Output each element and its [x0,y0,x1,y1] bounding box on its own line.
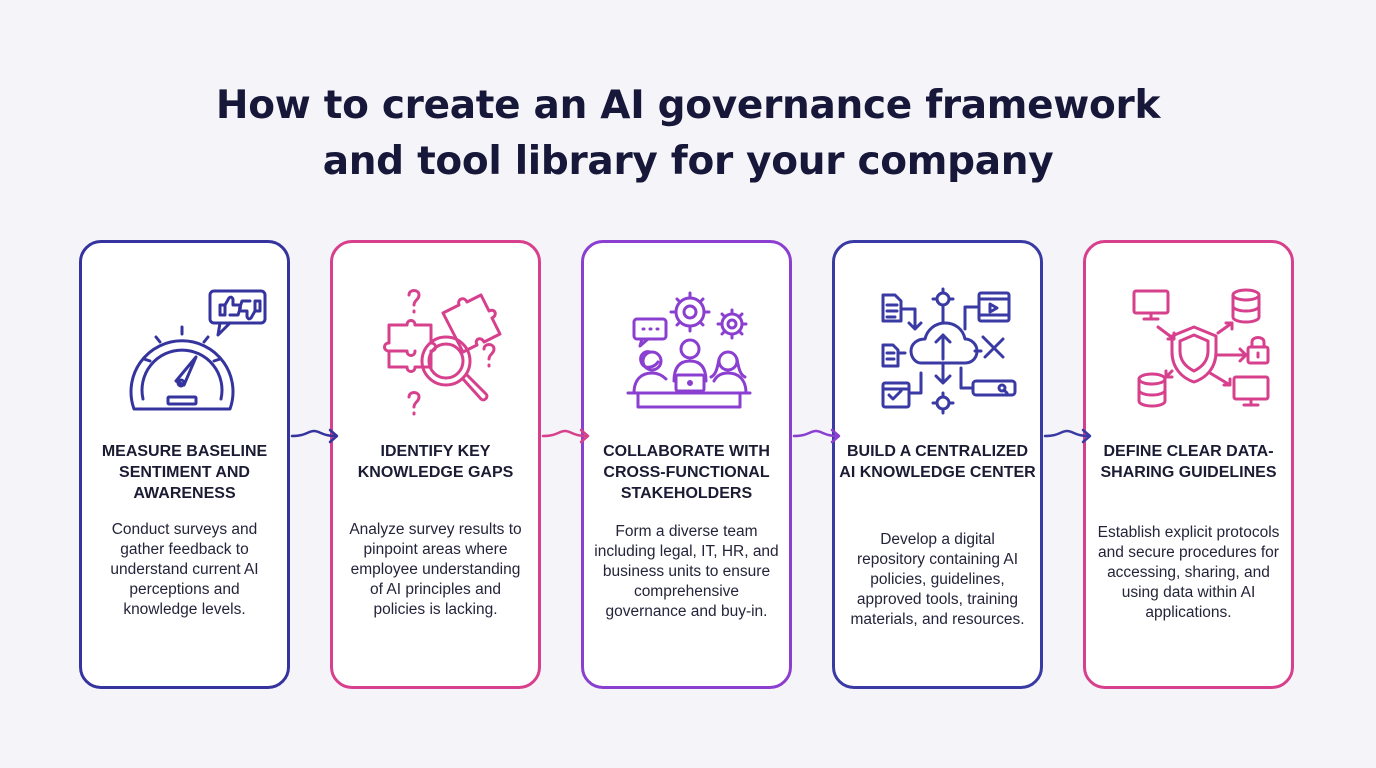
connector-arrow-4 [1043,428,1105,444]
shield-data-network-icon [1106,281,1277,421]
step-card-measure-baseline: MEASURE BASELINE SENTIMENT AND AWARENESS… [79,240,290,689]
connector-arrow-2 [541,428,603,444]
step-card-data-sharing: DEFINE CLEAR DATA-SHARING GUIDELINES Est… [1083,240,1294,689]
step-heading: BUILD A CENTRALIZED AI KNOWLEDGE CENTER [839,443,1036,481]
step-description: Form a diverse team including legal, IT,… [594,523,779,620]
team-gears-icon [604,281,775,421]
puzzle-magnifier-icon [353,281,524,421]
title-line-1: How to create an AI governance framework [215,83,1161,128]
step-card-identify-gaps: IDENTIFY KEY KNOWLEDGE GAPS Analyze surv… [330,240,541,689]
page-title: How to create an AI governance framework… [0,78,1376,190]
cloud-hub-icon [855,281,1026,421]
step-description: Develop a digital repository containing … [850,531,1025,628]
connector-arrow-3 [792,428,854,444]
speedometer-feedback-icon [102,281,273,421]
connector-arrow-1 [290,428,352,444]
step-description: Conduct surveys and gather feedback to u… [110,521,259,618]
step-heading: COLLABORATE WITH CROSS-FUNCTIONAL STAKEH… [603,443,770,502]
step-heading: IDENTIFY KEY KNOWLEDGE GAPS [357,443,514,481]
step-description: Establish explicit protocols and secure … [1097,524,1280,621]
step-description: Analyze survey results to pinpoint areas… [349,521,522,618]
title-line-2: and tool library for your company [322,139,1054,184]
step-card-knowledge-center: BUILD A CENTRALIZED AI KNOWLEDGE CENTER … [832,240,1043,689]
step-card-collaborate: COLLABORATE WITH CROSS-FUNCTIONAL STAKEH… [581,240,792,689]
step-heading: DEFINE CLEAR DATA-SHARING GUIDELINES [1100,443,1277,481]
step-heading: MEASURE BASELINE SENTIMENT AND AWARENESS [101,443,268,502]
